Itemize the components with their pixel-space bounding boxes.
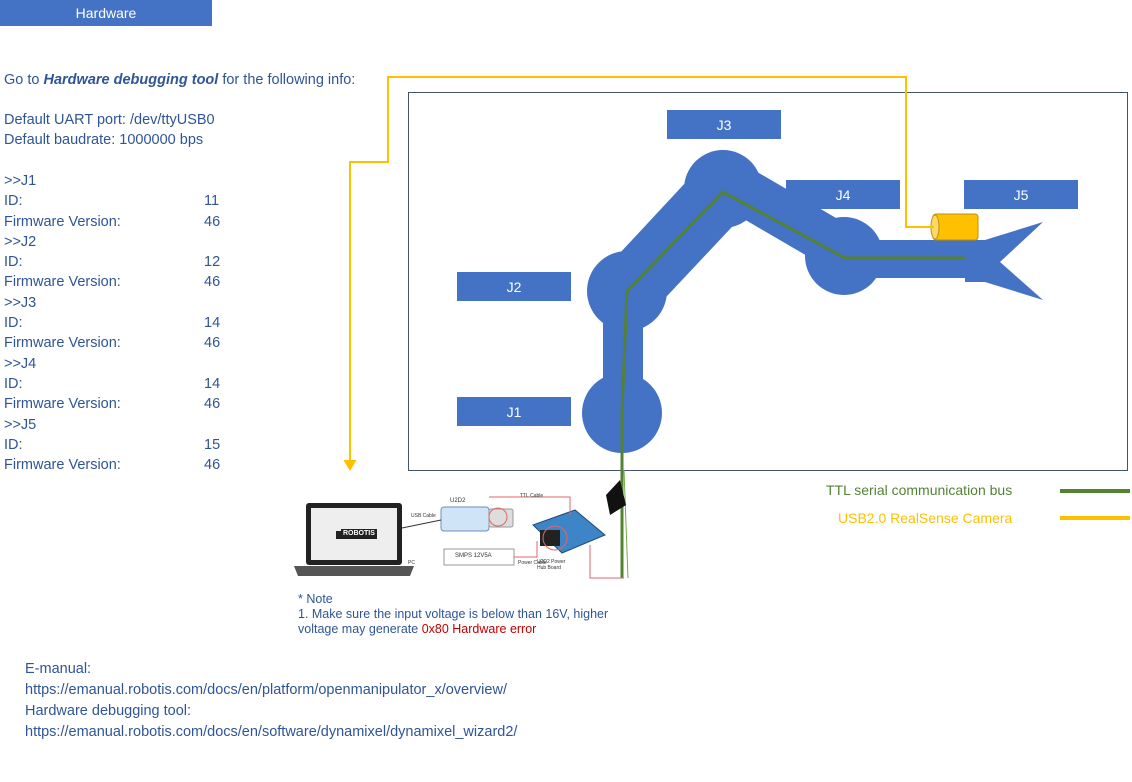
joint-id-row: ID: 11 xyxy=(4,191,234,211)
legend-usb: USB2.0 RealSense Camera xyxy=(838,510,1013,526)
id-label: ID: xyxy=(4,254,23,271)
id-value: 12 xyxy=(204,254,221,271)
joint-header: >>J4 xyxy=(4,355,37,372)
arm-diagram-frame xyxy=(408,92,1128,471)
uart-baud: Default baudrate: 1000000 bps xyxy=(4,132,204,149)
label-j2: J2 xyxy=(457,272,571,301)
fw-label: Firmware Version: xyxy=(4,335,121,352)
joint-fw-row: Firmware Version: 46 xyxy=(4,212,234,232)
ttl-cable-red xyxy=(489,496,571,515)
joint-info-j1: >>J1 ID: 11 Firmware Version: 46 xyxy=(4,171,234,232)
joint-fw-row: Firmware Version: 46 xyxy=(4,455,234,475)
joint-header: >>J2 xyxy=(4,233,37,250)
emanual-label: E-manual: xyxy=(25,661,92,677)
id-value: 14 xyxy=(204,375,221,392)
dynamixel-icon xyxy=(606,480,626,515)
ttl-thin-cable xyxy=(623,469,629,579)
joint-info-list: >>J1 ID: 11 Firmware Version: 46 >>J2 ID: 1… xyxy=(4,171,234,475)
joint-id-row: ID: 14 xyxy=(4,313,234,333)
note-line2: voltage may generate 0x80 Hardware error xyxy=(298,622,608,637)
debug-tool-name: Hardware debugging tool xyxy=(43,72,219,88)
fw-value: 46 xyxy=(204,335,221,352)
joint-info-j2: >>J2 ID: 12 Firmware Version: 46 xyxy=(4,232,234,293)
joint-id-row: ID: 12 xyxy=(4,252,234,272)
debug-tool-link[interactable]: https://emanual.robotis.com/docs/en/soft… xyxy=(25,724,518,740)
joint-info-j4: >>J4 ID: 14 Firmware Version: 46 xyxy=(4,354,234,415)
note-line2-prefix: voltage may generate xyxy=(298,622,422,636)
id-value: 15 xyxy=(204,436,221,453)
joint-info-j5: >>J5 ID: 15 Firmware Version: 46 xyxy=(4,415,234,476)
joint-id-row: ID: 14 xyxy=(4,374,234,394)
intro-line: Go to Hardware debugging tool for the fo… xyxy=(4,70,355,90)
label-j1: J1 xyxy=(457,397,571,426)
label-j4: J4 xyxy=(786,180,900,209)
joint-info-j3: >>J3 ID: 14 Firmware Version: 46 xyxy=(4,293,234,354)
joint-j3 xyxy=(684,150,762,228)
uart-port: Default UART port: /dev/ttyUSB0 xyxy=(4,112,215,128)
hardware-tab[interactable]: Hardware xyxy=(0,0,212,26)
usb-arrowhead xyxy=(343,459,357,471)
fw-label: Firmware Version: xyxy=(4,457,121,474)
fw-value: 46 xyxy=(204,457,221,474)
power-hub-icon xyxy=(532,509,606,554)
emanual-link[interactable]: https://emanual.robotis.com/docs/en/plat… xyxy=(25,682,507,698)
debug-tool-label: Hardware debugging tool: xyxy=(25,703,192,719)
fw-value: 46 xyxy=(204,274,221,291)
fw-value: 46 xyxy=(204,396,221,413)
smps-icon xyxy=(443,548,515,566)
note-block: * Note 1. Make sure the input voltage is… xyxy=(298,592,608,637)
id-label: ID: xyxy=(4,375,23,392)
hub-ttl-cable xyxy=(589,545,624,579)
intro-prefix: Go to xyxy=(4,72,44,88)
id-value: 14 xyxy=(204,315,221,332)
joint-fw-row: Firmware Version: 46 xyxy=(4,394,234,414)
joint-fw-row: Firmware Version: 46 xyxy=(4,333,234,353)
id-label: ID: xyxy=(4,315,23,332)
id-value: 11 xyxy=(204,193,220,210)
gripper xyxy=(965,222,1043,300)
fw-label: Firmware Version: xyxy=(4,274,121,291)
hardware-error-code: 0x80 Hardware error xyxy=(421,622,537,636)
joint-header: >>J3 xyxy=(4,294,37,311)
usb-cable-line xyxy=(401,519,442,529)
joint-header: >>J1 xyxy=(4,173,37,189)
u2d2-icon xyxy=(440,506,514,532)
fw-label: Firmware Version: xyxy=(4,396,121,413)
label-j5: J5 xyxy=(964,180,1078,209)
uart-info: Default UART port: /dev/ttyUSB0 Default … xyxy=(4,110,215,151)
usb-camera-cable xyxy=(349,76,934,462)
joint-id-row: ID: 15 xyxy=(4,435,234,455)
power-cable-red xyxy=(514,541,538,558)
fw-label: Firmware Version: xyxy=(4,213,121,230)
ttl-bus-cable xyxy=(620,190,965,578)
joint-fw-row: Firmware Version: 46 xyxy=(4,272,234,292)
intro-suffix: for the following info: xyxy=(218,72,356,88)
id-label: ID: xyxy=(4,193,23,210)
reference-links: E-manual: https://emanual.robotis.com/do… xyxy=(25,659,517,743)
note-title: * Note xyxy=(298,592,333,606)
id-label: ID: xyxy=(4,436,23,453)
camera-icon xyxy=(932,213,979,241)
note-line1: 1. Make sure the input voltage is below … xyxy=(298,607,609,621)
joint-header: >>J5 xyxy=(4,416,37,433)
fw-value: 46 xyxy=(204,213,221,230)
laptop-icon xyxy=(294,503,414,576)
label-j3: J3 xyxy=(667,110,781,139)
legend-ttl: TTL serial communication bus xyxy=(826,482,1013,498)
